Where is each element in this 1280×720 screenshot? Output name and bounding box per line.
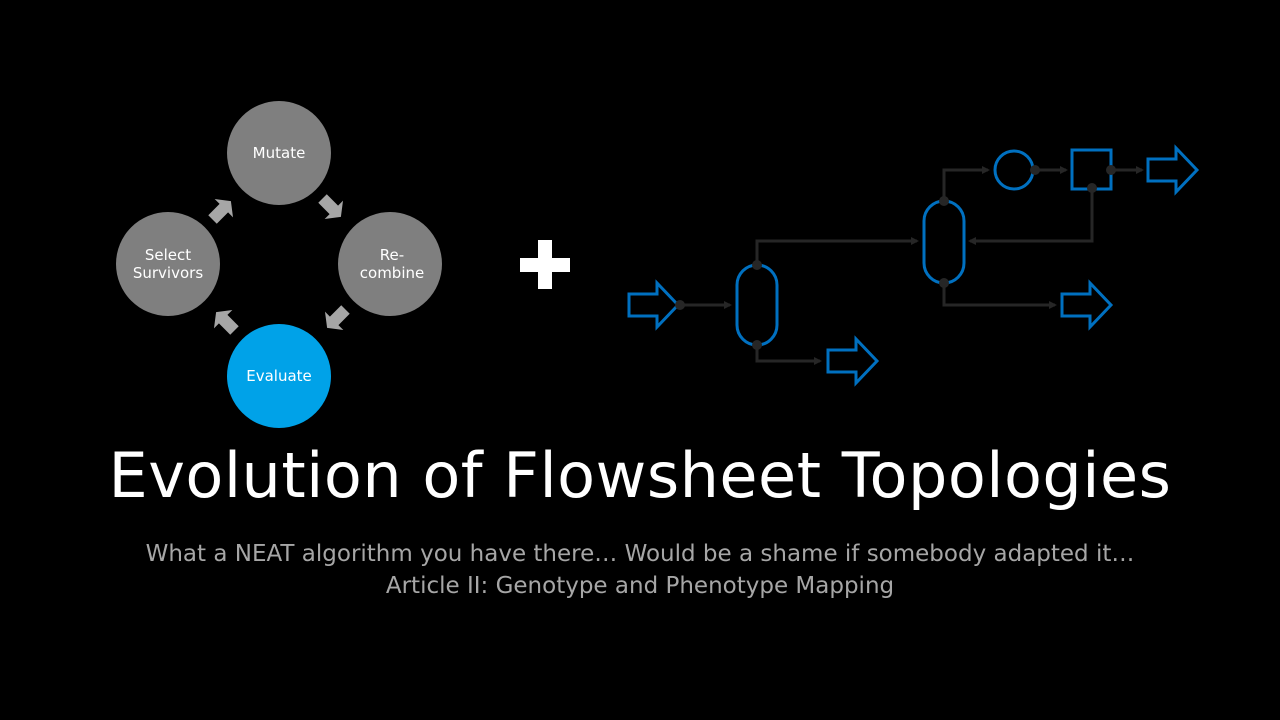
- feed-arrow: [627, 279, 681, 331]
- flowsheet-units: [735, 148, 1113, 347]
- cycle-node-select-label-line1: Select: [145, 246, 191, 264]
- product-arrow-column-1: [826, 335, 880, 387]
- flowsheet-streams: [680, 166, 1144, 365]
- cycle-node-select-label-line2: Survivors: [133, 264, 203, 282]
- distillation-column-2: [922, 199, 966, 285]
- cycle-arrow-mutate-to-recombine: [318, 194, 344, 220]
- cycle-node-recombine-label-line2: combine: [360, 264, 424, 282]
- stream-column-1-bottoms: [755, 345, 822, 365]
- subtitle-line-2: Article II: Genotype and Phenotype Mappi…: [385, 573, 895, 599]
- stream-column-1-to-column-2: [755, 237, 919, 265]
- stream-column-2-bottoms: [942, 283, 1057, 309]
- flowsheet-ports: [627, 144, 1200, 387]
- cycle-arrow-recombine-to-evaluate: [324, 305, 350, 331]
- stream-column-2-to-mixer: [942, 166, 990, 201]
- stream-recycle-to-column-2: [968, 188, 1094, 245]
- cycle-node-recombine: Re- combine: [338, 212, 442, 316]
- subtitle-line-1: What a NEAT algorithm you have there… Wo…: [145, 541, 1135, 567]
- cycle-node-evaluate-label: Evaluate: [246, 367, 312, 385]
- product-arrow-column-2: [1060, 279, 1114, 331]
- cycle-arrow-select-to-mutate: [208, 198, 234, 224]
- plus-icon: [520, 240, 570, 289]
- cycle-node-mutate-label: Mutate: [253, 144, 306, 162]
- flowsheet-port-dots: [675, 165, 1116, 350]
- page-title: Evolution of Flowsheet Topologies: [108, 439, 1172, 512]
- mixer-unit: [993, 149, 1035, 191]
- cycle-node-mutate: Mutate: [227, 101, 331, 205]
- cycle-arrow-evaluate-to-select: [213, 309, 239, 335]
- distillation-column-1: [735, 263, 779, 347]
- page-subtitle: What a NEAT algorithm you have there… Wo…: [0, 538, 1280, 602]
- product-arrow-top: [1146, 144, 1200, 196]
- cycle-node-recombine-label-line1: Re-: [380, 246, 404, 264]
- cycle-node-select-survivors: Select Survivors: [116, 212, 220, 316]
- cycle-node-evaluate: Evaluate: [227, 324, 331, 428]
